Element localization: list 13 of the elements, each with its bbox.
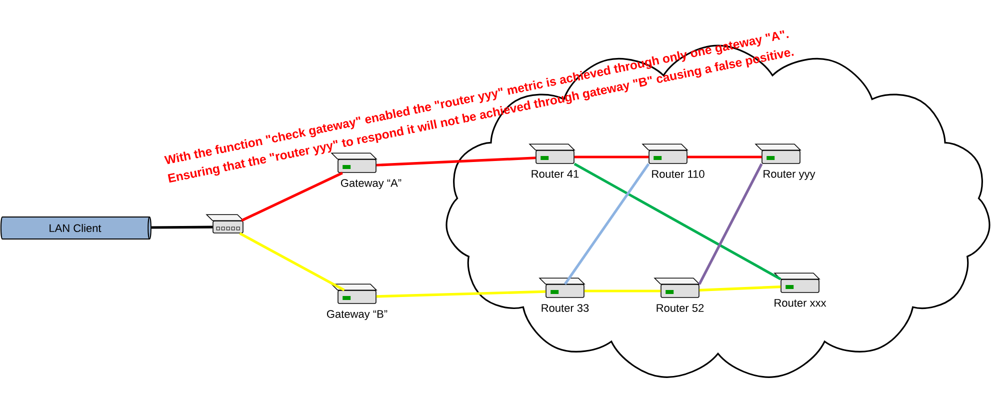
cable-line xyxy=(584,290,661,292)
cable-line xyxy=(239,232,345,292)
cable-line xyxy=(687,156,762,158)
cable-line xyxy=(574,162,782,280)
cable-line xyxy=(376,156,536,166)
cable-line xyxy=(240,172,343,222)
cable-line xyxy=(699,286,781,292)
cable-line xyxy=(376,290,546,298)
cable-line xyxy=(564,163,650,285)
cable-line xyxy=(698,163,763,285)
cylinder: LAN Client xyxy=(0,216,152,240)
cable-line xyxy=(574,156,649,158)
cable-line xyxy=(151,226,213,229)
